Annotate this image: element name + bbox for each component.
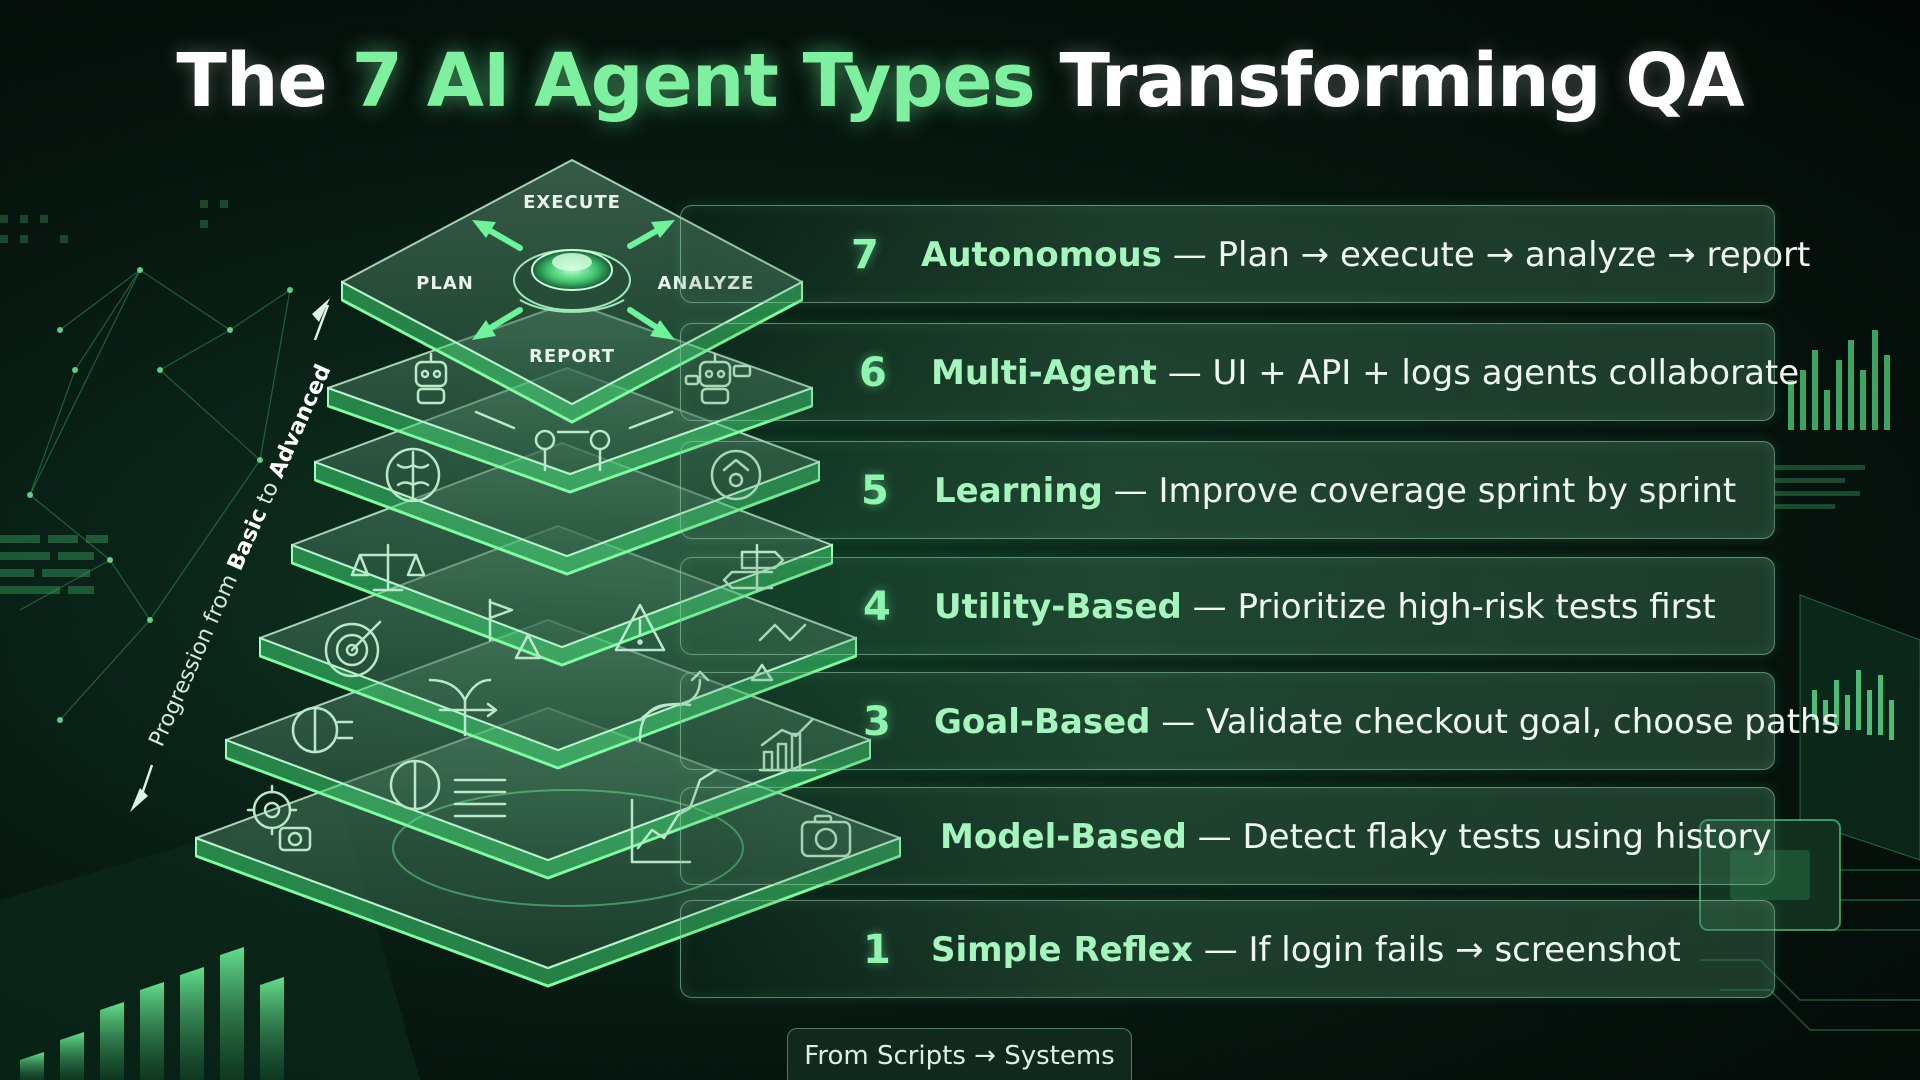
learning-cycle-icon xyxy=(710,449,762,501)
agent-number: 3 xyxy=(863,699,891,745)
agent-row-multi-agent: 6 Multi-Agent — UI + API + logs agents c… xyxy=(680,323,1799,421)
agent-name: Model-Based xyxy=(940,817,1187,857)
agent-number: 4 xyxy=(863,584,891,630)
agent-name: Utility-Based xyxy=(934,587,1182,627)
title-highlight: 7 AI Agent Types xyxy=(351,38,1036,124)
agent-row-autonomous: 7 Autonomous — Plan → execute → analyze … xyxy=(680,205,1810,303)
title-prefix: The xyxy=(176,38,352,124)
brain-icon xyxy=(385,447,441,503)
signpost-icon xyxy=(722,543,785,592)
page-title: The 7 AI Agent Types Transforming QA xyxy=(0,38,1920,124)
footer-tagline: From Scripts → Systems xyxy=(787,1028,1132,1080)
agent-description: — Plan → execute → analyze → report xyxy=(1161,235,1811,275)
agent-row-model-based: Model-Based — Detect flaky tests using h… xyxy=(680,787,1775,885)
base-ring xyxy=(392,789,744,907)
title-suffix: Transforming QA xyxy=(1034,38,1744,124)
right-lower-panel xyxy=(1799,594,1920,861)
agent-name: Learning xyxy=(934,471,1103,511)
agent-row-simple-reflex: 1 Simple Reflex — If login fails → scree… xyxy=(680,900,1775,998)
plan-label: PLAN xyxy=(416,273,474,294)
robot-icon xyxy=(414,352,448,405)
agent-row-utility-based: 4 Utility-Based — Prioritize high-risk t… xyxy=(680,557,1775,655)
agent-number: 1 xyxy=(863,927,891,973)
brain-icon xyxy=(389,759,507,818)
agent-description: — Prioritize high-risk tests first xyxy=(1181,587,1716,627)
branch-arrows-icon xyxy=(428,678,498,737)
agent-name: Simple Reflex xyxy=(931,930,1193,970)
gear-icon xyxy=(246,784,298,836)
report-label: REPORT xyxy=(529,346,615,367)
agent-row-goal-based: 3 Goal-Based — Validate checkout goal, c… xyxy=(680,672,1839,770)
agent-name: Goal-Based xyxy=(934,702,1151,742)
target-icon xyxy=(324,620,382,678)
execute-label: EXECUTE xyxy=(523,192,621,213)
agent-number: 6 xyxy=(859,350,887,396)
progression-prefix: Progression from xyxy=(145,564,246,750)
collaboration-icon xyxy=(474,410,674,472)
flag-icon xyxy=(488,598,542,660)
analyze-label: ANALYZE xyxy=(658,273,755,294)
scale-icon xyxy=(350,543,426,592)
line-chart-icon xyxy=(630,768,718,864)
camera-icon xyxy=(800,814,852,858)
robot-icon xyxy=(684,352,752,405)
progression-basic: Basic xyxy=(223,505,272,575)
agent-description: — Improve coverage sprint by sprint xyxy=(1102,471,1737,511)
agent-description: — If login fails → screenshot xyxy=(1192,930,1681,970)
warning-icon xyxy=(614,603,666,652)
agent-row-learning: 5 Learning — Improve coverage sprint by … xyxy=(680,441,1775,539)
agent-description: — Validate checkout goal, choose paths xyxy=(1150,702,1840,742)
agent-name: Autonomous xyxy=(921,235,1162,275)
agent-number: 5 xyxy=(861,468,889,514)
brain-circuit-icon xyxy=(291,706,354,754)
bar-chart-icon xyxy=(758,718,817,772)
top-layer-cycle: EXECUTE PLAN ANALYZE REPORT xyxy=(416,192,755,367)
agent-name: Multi-Agent xyxy=(931,353,1157,393)
agent-number: 7 xyxy=(851,232,879,278)
right-bar-chart xyxy=(1788,330,1890,430)
agent-description: — Detect flaky tests using history xyxy=(1186,817,1772,857)
agent-description: — UI + API + logs agents collaborate xyxy=(1156,353,1800,393)
camera-icon xyxy=(278,826,312,852)
